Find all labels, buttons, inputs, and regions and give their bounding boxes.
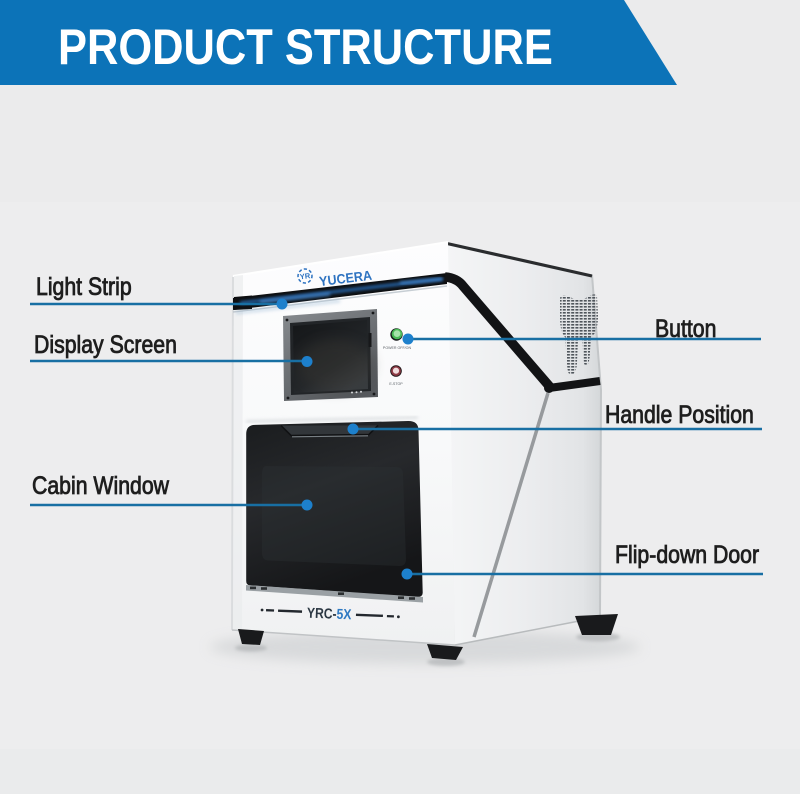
- svg-text:YRC-5X: YRC-5X: [307, 606, 352, 624]
- svg-text:POWER OFF/ON: POWER OFF/ON: [383, 346, 412, 350]
- svg-text:E-STOP: E-STOP: [389, 382, 403, 386]
- svg-text:YR: YR: [299, 271, 311, 281]
- svg-text:YUCERA: YUCERA: [318, 268, 373, 289]
